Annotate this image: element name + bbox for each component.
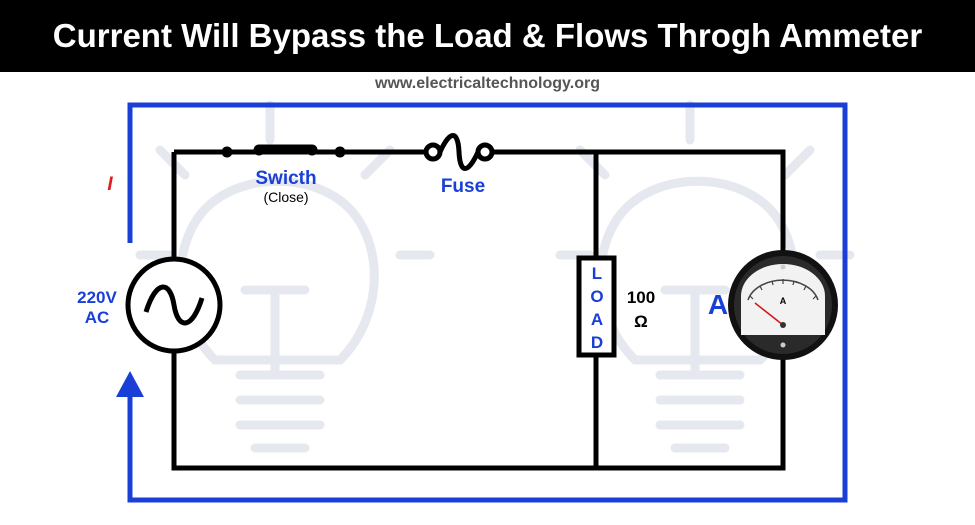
page-title: Current Will Bypass the Load & Flows Thr… (0, 0, 975, 72)
switch-symbol[interactable] (221, 144, 346, 158)
ammeter-label: A (708, 289, 728, 320)
source-voltage-label: 220V (77, 288, 117, 307)
ammeter-icon[interactable]: A (728, 250, 838, 360)
load-letter-d: D (591, 333, 603, 352)
load-letter-a: A (591, 310, 603, 329)
resistance-unit-label: Ω (634, 312, 648, 331)
ammeter-face-label: A (780, 296, 787, 306)
switch-label: Swicth (255, 168, 316, 189)
current-arrow-icon (116, 371, 144, 397)
resistance-value-label: 100 (627, 288, 655, 307)
fuse-label: Fuse (441, 176, 485, 197)
website-credit: www.electricaltechnology.org (375, 75, 600, 92)
switch-state-label: (Close) (263, 189, 308, 205)
fuse-symbol (423, 133, 495, 171)
circuit-wires (171, 149, 786, 471)
load-letter-l: L (592, 264, 602, 283)
source-type-label: AC (85, 308, 110, 327)
load-resistor (576, 255, 617, 358)
load-letter-o: O (590, 287, 603, 306)
current-path-line (127, 102, 848, 503)
current-label: I (107, 174, 113, 195)
ac-source-symbol (125, 256, 223, 354)
